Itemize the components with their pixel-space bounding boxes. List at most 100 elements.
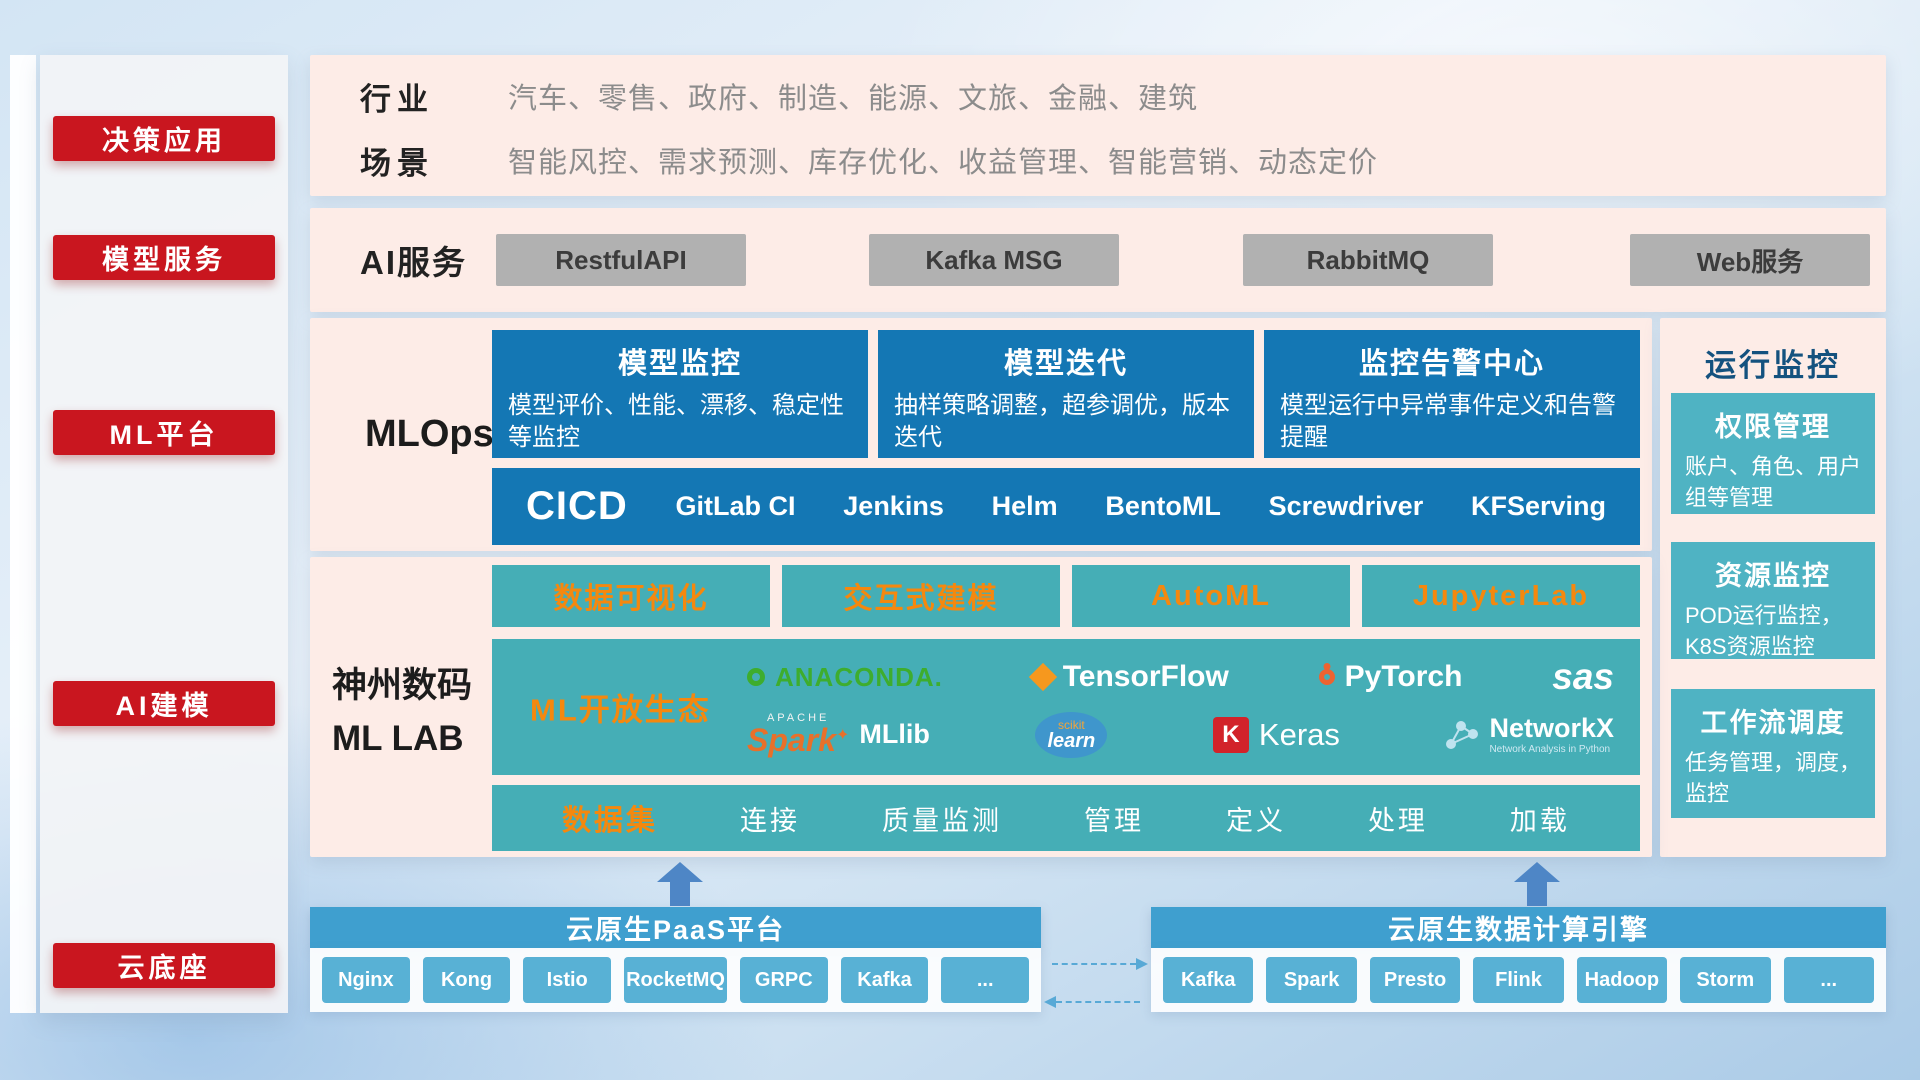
spark-text: Spark	[747, 724, 849, 756]
ecosystem-logos: ANACONDA. TensorFlow PyTorch sas	[747, 643, 1614, 771]
card-workflow-scheduling: 工作流调度 任务管理，调度，监控	[1671, 689, 1875, 818]
card-model-iteration: 模型迭代 抽样策略调整，超参调优，版本迭代	[878, 330, 1254, 458]
paas-chip-more[interactable]: ...	[941, 957, 1030, 1003]
paas-chip-istio[interactable]: Istio	[523, 957, 612, 1003]
scikit-text: scikit	[1058, 717, 1085, 732]
tensorflow-icon	[1028, 663, 1057, 692]
scikit-learn-logo: scikit learn	[1035, 711, 1108, 758]
card-desc: 模型评价、性能、漂移、稳定性等监控	[508, 392, 844, 452]
anaconda-text: ANACONDA.	[775, 661, 943, 692]
cicd-tool-screwdriver: Screwdriver	[1268, 491, 1424, 521]
scenario-label: 场景	[360, 145, 434, 181]
service-button-rabbitmq[interactable]: RabbitMQ	[1243, 234, 1493, 286]
card-title: 监控告警中心	[1358, 348, 1545, 380]
up-arrow-paas	[657, 862, 703, 906]
engine-chip-storm[interactable]: Storm	[1680, 957, 1771, 1003]
ml-lab-label-line1: 神州数码	[332, 666, 473, 705]
mlops-label: MLOps	[365, 413, 494, 455]
data-engine-bar: 云原生数据计算引擎	[1151, 907, 1886, 948]
dashed-arrow-right	[1052, 958, 1148, 970]
anaconda-icon	[747, 668, 765, 687]
layer-sidebar: 决策应用 模型服务 ML平台 AI建模 云底座	[40, 55, 288, 1013]
sas-logo: sas	[1552, 656, 1614, 698]
cicd-label: CICD	[526, 484, 628, 528]
feature-jupyterlab[interactable]: JupyterLab	[1362, 565, 1640, 627]
ml-lab-label-line2: ML LAB	[332, 718, 464, 758]
up-arrow-engine	[1514, 862, 1560, 906]
feature-data-visualization[interactable]: 数据可视化	[492, 565, 770, 627]
logo-row-bottom: APACHE Spark MLlib scikit learn K Keras	[747, 711, 1614, 758]
card-title: 模型迭代	[1003, 348, 1128, 380]
engine-chip-flink[interactable]: Flink	[1473, 957, 1564, 1003]
sidebar-item-decision-apps[interactable]: 决策应用	[53, 116, 275, 161]
card-title: 模型监控	[617, 348, 742, 380]
left-accent-strip	[10, 55, 36, 1013]
lab-feature-row: 数据可视化 交互式建模 AutoML JupyterLab	[492, 565, 1640, 627]
arrow-stem	[670, 882, 690, 906]
engine-chip-spark[interactable]: Spark	[1266, 957, 1357, 1003]
paas-chip-kong[interactable]: Kong	[422, 957, 511, 1003]
networkx-subtitle: Network Analysis in Python	[1489, 744, 1611, 756]
dataset-item-load: 加载	[1509, 805, 1570, 836]
runtime-monitor-title: 运行监控	[1705, 348, 1841, 383]
dataset-bar: 数据集 连接 质量监测 管理 定义 处理 加载	[492, 785, 1640, 851]
arrow-stem	[1527, 882, 1547, 906]
sidebar-item-cloud-base[interactable]: 云底座	[53, 943, 275, 988]
spark-icon: APACHE Spark	[747, 713, 849, 757]
ml-lab-label: 神州数码 ML LAB	[332, 660, 492, 765]
networkx-graph-icon	[1446, 720, 1479, 749]
cicd-tool-jenkins: Jenkins	[843, 491, 944, 521]
industry-panel: 行业 汽车、零售、政府、制造、能源、文旅、金融、建筑 场景 智能风控、需求预测、…	[310, 55, 1886, 196]
dashed-arrow-left	[1044, 996, 1140, 1008]
paas-chip-rocketmq[interactable]: RocketMQ	[624, 957, 727, 1003]
card-model-monitoring: 模型监控 模型评价、性能、漂移、稳定性等监控	[492, 330, 868, 458]
mlops-panel: MLOps 模型监控 模型评价、性能、漂移、稳定性等监控 模型迭代 抽样策略调整…	[310, 318, 1652, 551]
engine-chip-presto[interactable]: Presto	[1369, 957, 1461, 1003]
service-button-restfulapi[interactable]: RestfulAPI	[496, 234, 746, 286]
cicd-bar: CICD GitLab CI Jenkins Helm BentoML Scre…	[492, 468, 1640, 545]
card-desc: 模型运行中异常事件定义和告警提醒	[1280, 392, 1616, 452]
service-button-kafka-msg[interactable]: Kafka MSG	[869, 234, 1119, 286]
industry-list: 汽车、零售、政府、制造、能源、文旅、金融、建筑	[508, 83, 1199, 115]
dataset-label: 数据集	[562, 805, 659, 837]
ml-ecosystem-box: ML开放生态 ANACONDA. TensorFlow PyTorch	[492, 639, 1640, 775]
pytorch-flame-icon	[1318, 669, 1335, 686]
cicd-tool-helm: Helm	[991, 491, 1058, 521]
cicd-tool-kfserving: KFServing	[1470, 491, 1606, 521]
sidebar-item-model-service[interactable]: 模型服务	[53, 235, 275, 280]
sidebar-item-ml-platform[interactable]: ML平台	[53, 410, 275, 455]
paas-chip-kafka[interactable]: Kafka	[840, 957, 929, 1003]
dataset-item-connect: 连接	[740, 805, 800, 836]
ml-ecosystem-label: ML开放生态	[530, 692, 711, 728]
service-button-web[interactable]: Web服务	[1630, 234, 1870, 286]
arrow-head	[1514, 862, 1560, 882]
industry-label: 行业	[360, 81, 434, 117]
engine-chip-more[interactable]: ...	[1783, 957, 1874, 1003]
paas-chip-grpc[interactable]: GRPC	[739, 957, 828, 1003]
arrow-head	[657, 862, 703, 882]
tensorflow-text: TensorFlow	[1062, 660, 1229, 694]
ml-lab-panel: 神州数码 ML LAB 数据可视化 交互式建模 AutoML JupyterLa…	[310, 557, 1652, 857]
pytorch-logo: PyTorch	[1318, 660, 1462, 694]
paas-chip-nginx[interactable]: Nginx	[322, 957, 410, 1003]
cicd-tool-bentoml: BentoML	[1105, 491, 1221, 521]
engine-chip-hadoop[interactable]: Hadoop	[1576, 957, 1668, 1003]
keras-logo: K Keras	[1212, 716, 1340, 753]
feature-automl[interactable]: AutoML	[1072, 565, 1350, 627]
engine-chip-row: Kafka Spark Presto Flink Hadoop Storm ..…	[1151, 948, 1886, 1012]
scikit-learn-icon: scikit learn	[1035, 711, 1108, 758]
card-alert-center: 监控告警中心 模型运行中异常事件定义和告警提醒	[1264, 330, 1640, 458]
paas-platform-bar: 云原生PaaS平台	[310, 907, 1041, 948]
engine-chip-kafka[interactable]: Kafka	[1163, 957, 1254, 1003]
anaconda-logo: ANACONDA.	[747, 662, 943, 693]
sas-text: sas	[1552, 656, 1614, 698]
sidebar-item-ai-modeling[interactable]: AI建模	[53, 681, 275, 726]
networkx-text: NetworkX	[1489, 713, 1614, 744]
card-resource-monitor: 资源监控 POD运行监控，K8S资源监控	[1671, 542, 1875, 659]
feature-interactive-modeling[interactable]: 交互式建模	[782, 565, 1060, 627]
dataset-item-manage: 管理	[1083, 805, 1144, 836]
dataset-item-process: 处理	[1367, 805, 1428, 836]
card-desc: 账户、角色、用户组等管理	[1685, 454, 1862, 510]
scenario-list: 智能风控、需求预测、库存优化、收益管理、智能营销、动态定价	[508, 147, 1379, 179]
keras-text: Keras	[1258, 716, 1340, 752]
